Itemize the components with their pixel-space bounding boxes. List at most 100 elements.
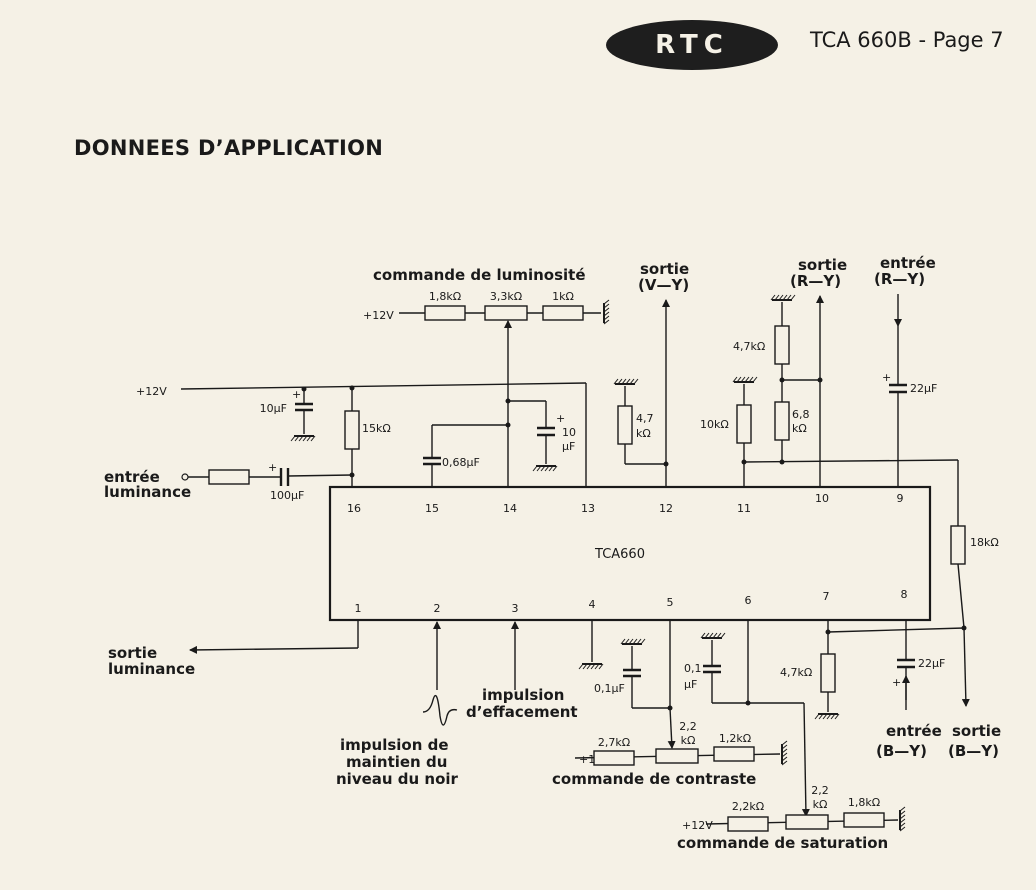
ic-label: TCA660 (594, 547, 645, 562)
svg-text:22µF: 22µF (910, 382, 937, 395)
svg-text:+: + (892, 676, 901, 689)
svg-text:0,68µF: 0,68µF (442, 456, 480, 469)
pin-9: 9 (897, 492, 904, 505)
label-out-vy-1: sortie (640, 260, 689, 278)
label-out-by-2: (B—Y) (948, 742, 999, 760)
label-out-ry-1: sortie (798, 256, 847, 274)
resistor-2k2-saturation (727, 816, 769, 832)
svg-text:1,8kΩ: 1,8kΩ (429, 290, 461, 303)
pin-4: 4 (589, 598, 596, 611)
svg-text:100µF: 100µF (270, 489, 304, 502)
label-in-by-2: (B—Y) (876, 742, 927, 760)
label-in-luma-2: luminance (104, 483, 191, 501)
pin-16: 16 (347, 502, 361, 515)
pin-5: 5 (667, 596, 674, 609)
label-blank-2: d’effacement (466, 703, 578, 721)
pin-6: 6 (745, 594, 752, 607)
label-in-ry-2: (R—Y) (874, 270, 925, 288)
resistor-4k7-pin7 (820, 653, 836, 693)
svg-text:4,7kΩ: 4,7kΩ (780, 666, 812, 679)
label-out-by-1: sortie (952, 722, 1001, 740)
svg-text:15kΩ: 15kΩ (362, 422, 391, 435)
svg-text:10: 10 (562, 426, 576, 439)
svg-text:4,7: 4,7 (636, 412, 654, 425)
label-out-vy-2: (V—Y) (638, 276, 689, 294)
svg-text:2,2kΩ: 2,2kΩ (732, 800, 764, 813)
svg-text:+: + (292, 388, 301, 401)
pin-15: 15 (425, 502, 439, 515)
svg-text:4,7kΩ: 4,7kΩ (733, 340, 765, 353)
svg-text:22µF: 22µF (918, 657, 945, 670)
pin-11: 11 (737, 502, 751, 515)
label-clamp-1: impulsion de (340, 736, 449, 754)
svg-text:0,1: 0,1 (684, 662, 702, 675)
resistor-4k7-top (774, 325, 790, 365)
label-in-luma-1: entrée (104, 468, 160, 486)
label-out-ry-2: (R—Y) (790, 272, 841, 290)
svg-text:2,7kΩ: 2,7kΩ (598, 736, 630, 749)
resistor-6k8 (774, 401, 790, 441)
label-saturation-control: commande de saturation (677, 834, 888, 852)
label-v12-main: +12V (136, 385, 167, 398)
pin-2: 2 (434, 602, 441, 615)
label-v12-saturation: +12V (682, 819, 713, 832)
svg-text:18kΩ: 18kΩ (970, 536, 999, 549)
svg-text:2,2: 2,2 (679, 720, 697, 733)
page-header-title: TCA 660B - Page 7 (810, 28, 1004, 52)
label-brightness-control: commande de luminosité (373, 266, 586, 284)
pin-3: 3 (512, 602, 519, 615)
label-out-luma-2: luminance (108, 660, 195, 678)
resistor-1k8-saturation (843, 812, 885, 828)
resistor-15k (344, 410, 360, 450)
svg-text:10µF: 10µF (260, 402, 287, 415)
pin-14: 14 (503, 502, 517, 515)
svg-text:kΩ: kΩ (636, 427, 651, 440)
pin-7: 7 (823, 590, 830, 603)
svg-text:6,8: 6,8 (792, 408, 810, 421)
resistor-input-luma (208, 469, 250, 485)
svg-text:+: + (268, 461, 277, 474)
pin-10: 10 (815, 492, 829, 505)
label-v12-brightness: +12V (363, 309, 394, 322)
label-contrast-control: commande de contraste (552, 770, 756, 788)
resistor-1k-brightness (542, 305, 584, 321)
resistor-10k (736, 404, 752, 444)
section-title: DONNEES D’APPLICATION (74, 136, 384, 160)
label-blank-1: impulsion (482, 686, 564, 704)
potentiometer-3k3 (484, 305, 528, 321)
svg-text:µF: µF (684, 678, 697, 691)
label-in-by-1: entrée (886, 722, 942, 740)
resistor-1k2 (713, 746, 755, 762)
pin-numbers: 16 15 14 13 12 11 10 9 1 2 3 4 5 6 7 8 (347, 492, 908, 615)
svg-text:kΩ: kΩ (813, 798, 828, 811)
resistor-2k7 (593, 750, 635, 766)
ic-tca660-body (328, 485, 932, 622)
label-clamp-3: niveau du noir (336, 770, 459, 788)
label-out-luma-1: sortie (108, 644, 157, 662)
resistor-4k7-pin12 (617, 405, 633, 445)
resistor-1k8-brightness (424, 305, 466, 321)
clamp-pulse-waveform (422, 694, 458, 726)
svg-text:µF: µF (562, 440, 575, 453)
potentiometer-2k2-saturation (785, 814, 829, 830)
svg-text:+: + (882, 371, 891, 384)
pin-12: 12 (659, 502, 673, 515)
svg-text:kΩ: kΩ (792, 422, 807, 435)
svg-text:1,2kΩ: 1,2kΩ (719, 732, 751, 745)
rtc-logo-text: RTC (655, 30, 729, 60)
svg-text:10kΩ: 10kΩ (700, 418, 729, 431)
svg-text:0,1µF: 0,1µF (594, 682, 625, 695)
svg-text:kΩ: kΩ (681, 734, 696, 747)
label-clamp-2: maintien du (346, 753, 447, 771)
svg-text:+: + (556, 412, 565, 425)
potentiometer-2k2-contrast (655, 748, 699, 764)
pin-8: 8 (901, 588, 908, 601)
resistor-18k (950, 525, 966, 565)
svg-text:1kΩ: 1kΩ (552, 290, 574, 303)
svg-text:3,3kΩ: 3,3kΩ (490, 290, 522, 303)
svg-text:2,2: 2,2 (811, 784, 829, 797)
pin-1: 1 (355, 602, 362, 615)
svg-text:1,8kΩ: 1,8kΩ (848, 796, 880, 809)
